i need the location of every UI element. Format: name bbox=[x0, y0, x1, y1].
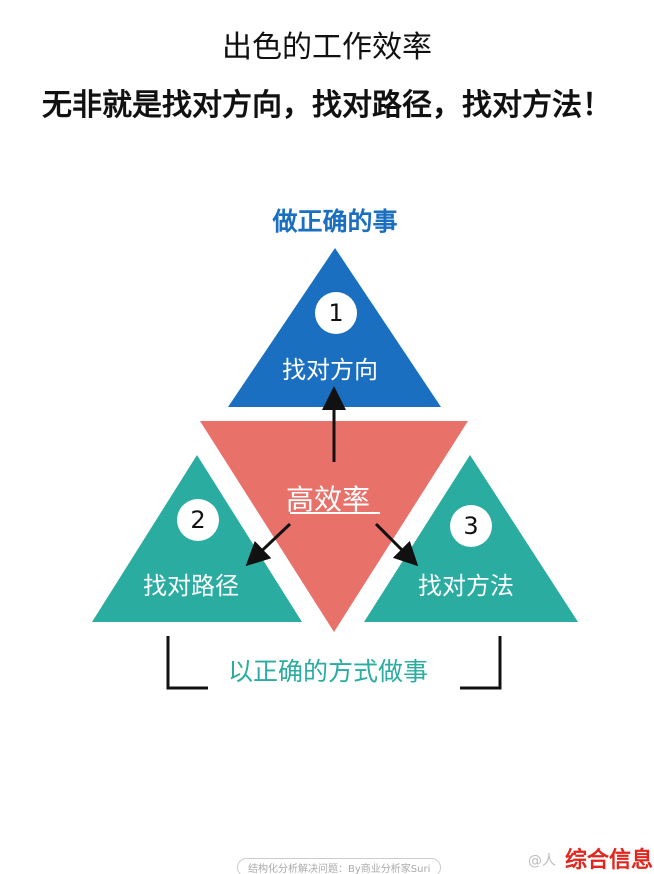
node-label-direction: 找对方向 bbox=[282, 356, 378, 384]
arrow-right bbox=[374, 522, 419, 567]
watermark-handle: @人 bbox=[528, 853, 556, 869]
bracket-left bbox=[166, 636, 208, 690]
top-label: 做正确的事 bbox=[272, 207, 398, 236]
watermark-brand: 综合信息 bbox=[565, 848, 654, 873]
bottom-label: 以正确的方式做事 bbox=[228, 657, 429, 686]
number-badge-2: 2 bbox=[177, 499, 219, 541]
number-badge-1: 1 bbox=[315, 292, 357, 334]
bracket-right bbox=[460, 636, 502, 690]
node-label-path: 找对路径 bbox=[143, 572, 239, 600]
page-subtitle: 无非就是找对方向，找对路径，找对方法！ bbox=[42, 88, 612, 123]
page-title: 出色的工作效率 bbox=[222, 30, 432, 65]
number-badge-3: 3 bbox=[450, 505, 492, 547]
arrow-left bbox=[245, 522, 292, 567]
triangle-efficiency bbox=[200, 421, 468, 632]
center-label: 高效率 bbox=[286, 483, 371, 516]
node-label-method: 找对方法 bbox=[418, 572, 514, 600]
footer-credit: 结构化分析解决问题：By商业分析家Suri bbox=[237, 858, 442, 874]
